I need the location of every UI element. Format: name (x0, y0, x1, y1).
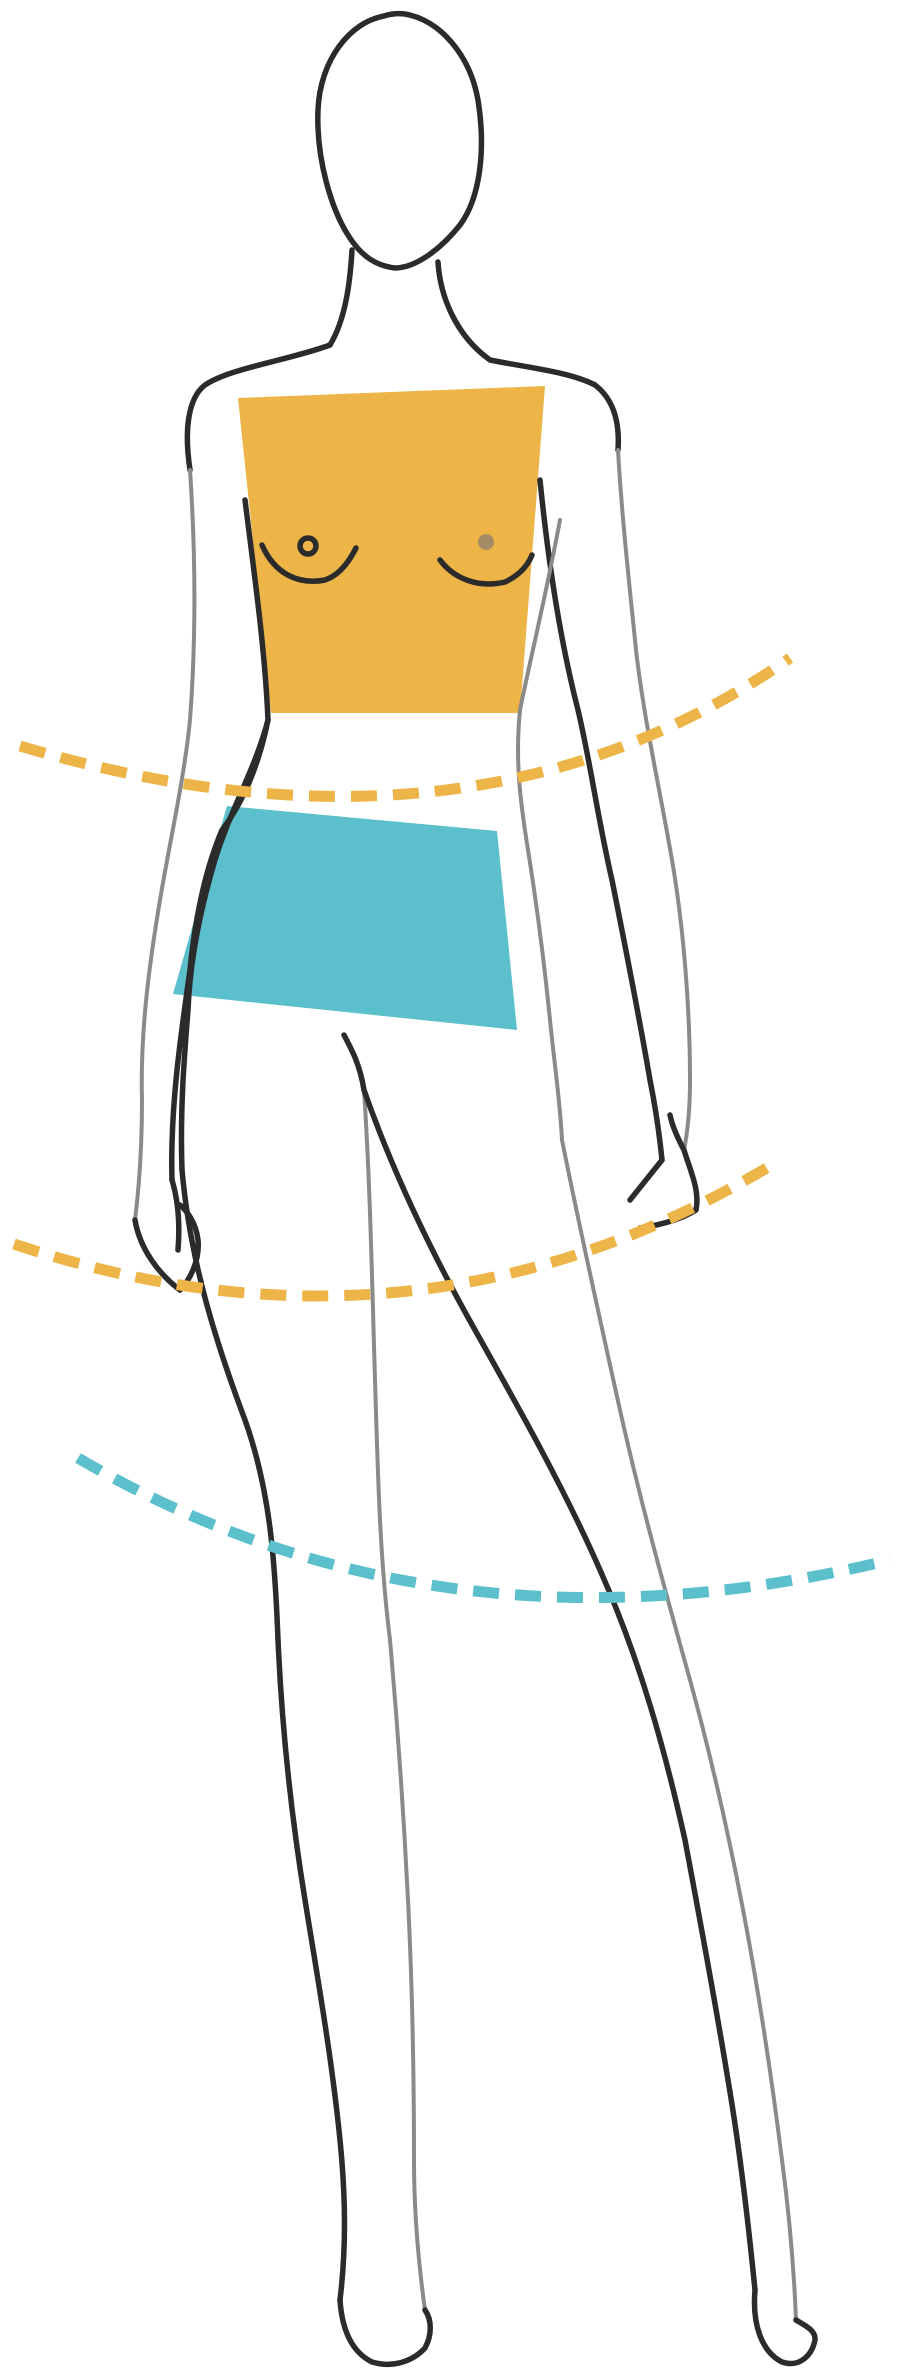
neck-left (330, 250, 352, 345)
nipple-right (478, 534, 494, 550)
head-outline (318, 14, 482, 268)
shoulders-bust-block (238, 386, 545, 713)
right-foot (754, 2290, 815, 2363)
right-leg-inner (364, 1090, 755, 2290)
left-leg-inner (364, 1090, 425, 2310)
crotch-line (344, 1035, 364, 1090)
left-arm-outer (135, 470, 195, 1220)
left-foot (340, 2300, 430, 2364)
left-leg-outer (182, 1170, 345, 2300)
thigh-guide (78, 1458, 890, 1598)
neck-right (438, 262, 490, 360)
right-leg-outer (562, 1140, 796, 2320)
right-arm-inner (540, 480, 662, 1160)
right-arm-outer (618, 450, 690, 1150)
figure-outline (135, 14, 815, 2365)
